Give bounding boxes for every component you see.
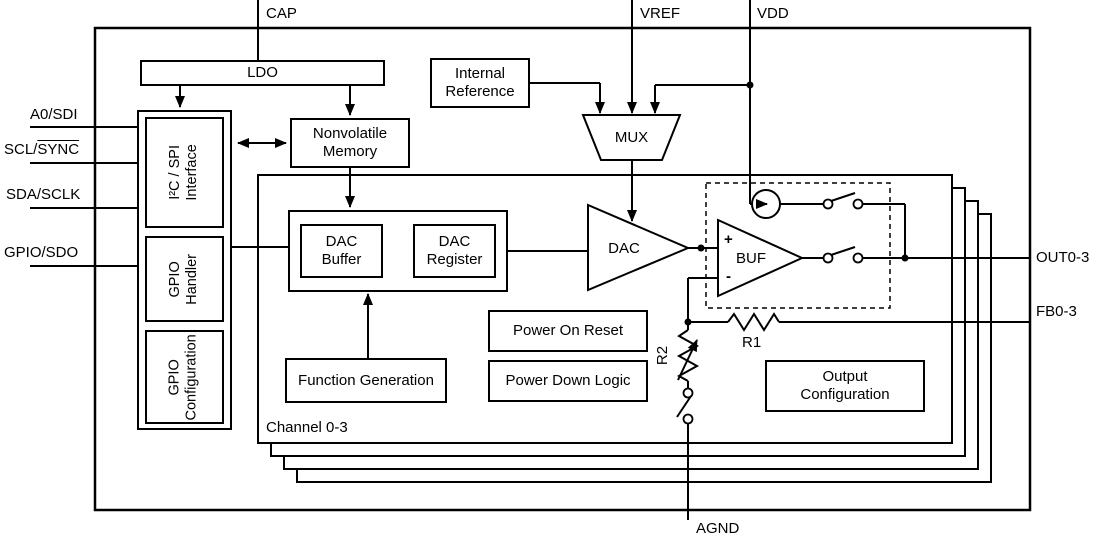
junction-dot — [697, 244, 705, 252]
function-generation-block: Function Generation — [285, 358, 447, 403]
mux-shape — [581, 114, 682, 161]
agnd-switch-contact — [682, 387, 694, 399]
dac-register-block: DAC Register — [413, 224, 496, 278]
fb0-3-pin-label: FB0-3 — [1036, 303, 1077, 320]
agnd-switch-blade — [676, 395, 692, 418]
ldo-block: LDO — [140, 60, 385, 86]
nonvolatile-memory-block: Nonvolatile Memory — [290, 118, 410, 168]
r2-variable-arrow — [677, 339, 698, 381]
a0-sdi-pin-label: A0/SDI — [30, 106, 78, 123]
buf-plus-label: + — [724, 231, 733, 248]
junction-dot — [684, 318, 692, 326]
buf-label: BUF — [736, 250, 766, 267]
cap-pin-label: CAP — [266, 5, 297, 22]
i2c-spi-interface-label: I²C / SPI Interface — [167, 144, 201, 201]
switch-contacts — [682, 198, 864, 425]
i2c-spi-interface-block: I²C / SPI Interface — [145, 117, 224, 228]
junction-dot — [746, 81, 754, 89]
sda-sclk-pin-label: SDA/SCLK — [6, 186, 81, 203]
output-stage-dashed-region — [705, 182, 891, 309]
r1-label: R1 — [742, 334, 762, 351]
gpio-handler-label: GPIO Handler — [167, 253, 201, 305]
switch1-contact — [852, 198, 864, 210]
power-on-reset-block: Power On Reset — [488, 310, 648, 352]
junction-dots — [684, 81, 909, 326]
vref-pin-label: VREF — [640, 5, 681, 22]
switch1-blade — [830, 192, 856, 202]
dac-buffer-block: DAC Buffer — [300, 224, 383, 278]
mux-label: MUX — [614, 129, 649, 146]
dac-triangle — [587, 203, 691, 292]
gpio-handler-block: GPIO Handler — [145, 236, 224, 322]
gpio-sdo-pin-label: GPIO/SDO — [4, 244, 79, 261]
resistor-r1-icon — [727, 312, 780, 332]
gpio-configuration-block: GPIO Configuration — [145, 330, 224, 424]
switch2-contact — [852, 252, 864, 264]
output-configuration-block: Output Configuration — [765, 360, 925, 412]
agnd-switch-contact — [682, 413, 694, 425]
agnd-pin-label: AGND — [696, 520, 740, 537]
dac-label: DAC — [608, 240, 640, 257]
channel-label: Channel 0-3 — [266, 419, 348, 436]
switch2-contact — [822, 252, 834, 264]
buf-minus-label: - — [726, 268, 731, 285]
vdd-pin-label: VDD — [757, 5, 789, 22]
internal-reference-block: Internal Reference — [430, 58, 530, 108]
gpio-configuration-label: GPIO Configuration — [167, 333, 201, 421]
switch2-blade — [830, 246, 856, 256]
junction-dot — [901, 254, 909, 262]
out0-3-pin-label: OUT0-3 — [1036, 249, 1090, 266]
power-down-logic-block: Power Down Logic — [488, 360, 648, 402]
connector-lines — [175, 0, 1030, 520]
chip-boundary — [93, 26, 1032, 512]
buf-triangle — [717, 218, 805, 298]
scl-sync-pin-label: SCL/SYNC — [4, 141, 80, 158]
switch1-contact — [822, 198, 834, 210]
r2-label: R2 — [654, 345, 672, 365]
